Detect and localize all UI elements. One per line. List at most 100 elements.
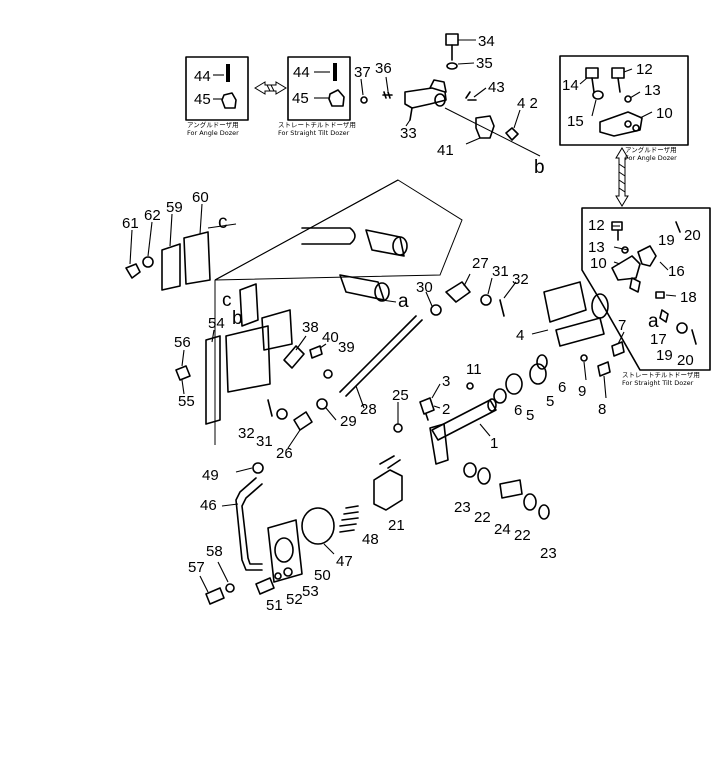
part-55-bolt (175, 365, 191, 381)
label-27: 27 (472, 255, 489, 272)
label-10: 10 (590, 255, 607, 272)
part-49-nut (252, 462, 264, 474)
label-58: 58 (206, 543, 223, 560)
arrow-shape (615, 147, 629, 207)
inset-box (559, 55, 689, 146)
caption-en: For Angle Dozer (625, 154, 677, 162)
label-23: 23 (454, 499, 471, 516)
ref-letter-c: c (218, 212, 228, 233)
part-31-nut (480, 294, 492, 306)
part-6b-spring (493, 388, 507, 404)
top-bracket-assembly: 34 35 36 33 43 41 4 2 b (375, 33, 545, 178)
caption-en: For Angle Dozer (187, 129, 239, 137)
panel-outline: a (214, 179, 463, 445)
inset-angle-dozer-left: 44 45 アングルドーザ用 For Angle Dozer (185, 56, 249, 137)
label-59: 59 (166, 199, 183, 216)
left-plate-assembly: 61 62 59 60 c 54 c b 56 55 (122, 189, 293, 425)
label-20b: 20 (677, 352, 694, 369)
part-10-plate (611, 255, 641, 281)
double-arrow-vertical (615, 147, 629, 207)
label-13: 13 (588, 239, 605, 256)
label-56: 56 (174, 334, 191, 351)
part-35-washer (446, 62, 458, 70)
part-50-flange (267, 519, 303, 583)
part-10-plate (599, 111, 643, 137)
label-19: 19 (658, 232, 675, 249)
label-23b: 23 (540, 545, 557, 562)
handle-tube-upper (301, 227, 356, 245)
part-25-nut (393, 423, 403, 433)
label-12: 12 (636, 61, 653, 78)
label-46: 46 (200, 497, 217, 514)
label-13: 13 (644, 82, 661, 99)
label-32: 32 (512, 271, 529, 288)
double-arrow-left (254, 81, 287, 95)
part-48-spring (339, 505, 359, 533)
label-43: 43 (488, 79, 505, 96)
part-60-bracket (183, 231, 211, 285)
label-22: 22 (474, 509, 491, 526)
part-62-washer (142, 256, 154, 268)
arrow-shape (254, 81, 287, 95)
ref-letter-a: a (648, 311, 659, 332)
label-2: 2 (442, 401, 450, 418)
part-53-washer (283, 567, 293, 577)
label-39: 39 (338, 339, 355, 356)
part-2-bolt (419, 397, 435, 415)
caption-jp: ストレートチルトドーザ用 (622, 371, 700, 379)
label-45: 45 (194, 91, 211, 108)
label-4: 4 (516, 327, 524, 344)
inset-box (581, 207, 711, 371)
part-22-bushing (477, 467, 491, 485)
label-21: 21 (388, 517, 405, 534)
part-58-washer (225, 583, 235, 593)
label-20: 20 (684, 227, 701, 244)
label-5b: 5 (526, 407, 534, 424)
label-14: 14 (562, 77, 579, 94)
part-23b-spring (538, 504, 550, 520)
part-37-ring (360, 96, 368, 104)
label-30: 30 (416, 279, 433, 296)
middle-link-assembly: 38 40 39 28 30 27 31 32 29 32 31 26 (238, 255, 529, 462)
inset-straight-tilt-left: 44 45 37 ストレートチルトドーザ用 For Straight Tilt … (278, 56, 371, 137)
ref-letter-b: b (534, 157, 545, 178)
label-38: 38 (302, 319, 319, 336)
label-42: 4 2 (517, 95, 538, 112)
part-33-lever (404, 87, 447, 109)
part-12-bolt (611, 221, 623, 231)
label-11: 11 (466, 361, 482, 378)
inset-angle-dozer-right: 12 14 13 15 10 アングルドーザ用 For Angle Dozer (559, 55, 689, 162)
label-62: 62 (144, 207, 161, 224)
label-18: 18 (680, 289, 697, 306)
label-50: 50 (314, 567, 331, 584)
label-57: 57 (188, 559, 205, 576)
label-5: 5 (546, 393, 554, 410)
label-60: 60 (192, 189, 209, 206)
part-26-clevis (293, 411, 313, 431)
part-6-spring (536, 354, 548, 370)
label-7: 7 (618, 317, 626, 334)
panel-edge (214, 179, 463, 281)
label-49: 49 (202, 467, 219, 484)
part-32-pin (499, 299, 505, 317)
label-53: 53 (302, 583, 319, 600)
inset-box (185, 56, 249, 121)
part-34-bolt-head (445, 33, 459, 46)
label-52: 52 (286, 591, 303, 608)
label-16: 16 (668, 263, 685, 280)
part-4-bracket (543, 281, 587, 323)
label-3: 3 (442, 373, 450, 390)
label-8: 8 (598, 401, 606, 418)
inset-straight-tilt-right: 12 20 19 13 10 16 18 a 17 19 20 ストレートチルト… (581, 207, 711, 387)
label-33: 33 (400, 125, 417, 142)
part-20-pin (675, 221, 697, 345)
label-25: 25 (392, 387, 409, 404)
part-13-nut (624, 95, 632, 103)
label-55: 55 (178, 393, 195, 410)
part-17-bolt (659, 309, 669, 323)
lower-valve-assembly: 21 48 47 50 49 46 57 58 51 52 53 (188, 455, 405, 614)
label-40: 40 (322, 329, 339, 346)
ref-letter-c2: c (222, 290, 232, 311)
part-24-pin (499, 479, 523, 499)
part-43-pin (465, 91, 477, 101)
